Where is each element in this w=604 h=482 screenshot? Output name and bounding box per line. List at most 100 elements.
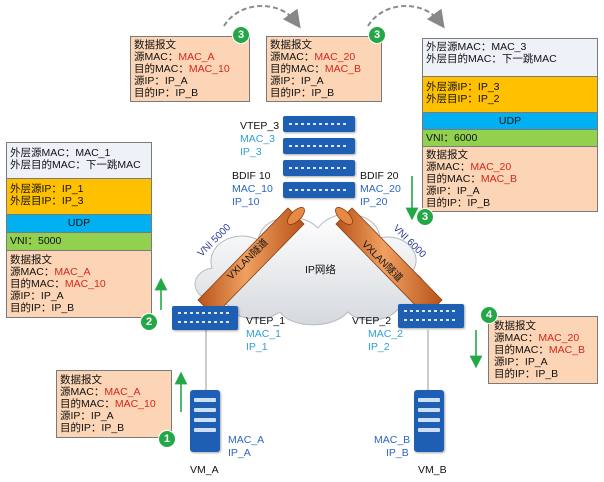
switch-port — [295, 145, 298, 147]
switch-port — [196, 312, 199, 314]
dst-ip: 目的IP：IP_B — [10, 302, 75, 314]
outer-src-ip: 外层源IP：IP_3 — [426, 81, 500, 93]
switch-port — [452, 319, 455, 321]
src-ip: 源IP：IP_A — [60, 410, 114, 422]
packet-box-top-left: 数据报文 源MAC：MAC_A 目的MAC：MAC_10 源IP：IP_A 目的… — [130, 36, 250, 102]
switch-port — [190, 321, 193, 323]
packet-box-top-mid: 数据报文 源MAC：MAC_20 目的MAC：MAC_B 源IP：IP_A 目的… — [266, 36, 382, 102]
switch-port — [337, 167, 340, 169]
switch-port — [301, 123, 304, 125]
switch-port — [428, 319, 431, 321]
vtep2-ip: IP_2 — [368, 341, 390, 353]
bdif10-mac: MAC_10 — [232, 183, 273, 195]
switch-port — [307, 167, 310, 169]
dst-ip: 目的IP：IP_B — [494, 368, 559, 380]
vtep2-mac: MAC_2 — [368, 328, 404, 340]
switch-port — [325, 189, 328, 191]
switch-port — [343, 145, 346, 147]
outer-dst-ip: 外层目IP：IP_3 — [10, 195, 84, 207]
vtep1-name: VTEP_1 — [246, 315, 286, 327]
src-mac-value: MAC_A — [178, 51, 215, 63]
src-mac-value: MAC_A — [104, 386, 141, 398]
switch-port — [422, 310, 425, 312]
dst-mac-value: MAC_B — [480, 173, 518, 185]
switch-port — [331, 189, 334, 191]
udp-header: UDP — [423, 113, 597, 130]
flow-arrow-top-1 — [223, 5, 301, 29]
step-badge-2: 2 — [140, 313, 158, 331]
vtep3-ip: IP_3 — [240, 146, 262, 158]
outer-dst-mac: 外层目的MAC：下一跳MAC — [10, 159, 141, 171]
switch-port — [343, 123, 346, 125]
dst-ip: 目的IP：IP_B — [270, 87, 335, 99]
switch-port — [214, 312, 217, 314]
switch-port — [337, 123, 340, 125]
switch-port — [325, 145, 328, 147]
bdif20-mac: MAC_20 — [360, 183, 401, 195]
src-mac-key: 源MAC： — [10, 266, 55, 278]
vma-server — [190, 390, 220, 452]
switch-port — [319, 123, 322, 125]
switch-port — [313, 189, 316, 191]
vmb-name: VM_B — [418, 464, 447, 476]
step-badge-1: 1 — [158, 430, 176, 448]
packet-box-bottom-right: 数据报文 源MAC：MAC_20 目的MAC：MAC_B 源IP：IP_A 目的… — [488, 316, 598, 384]
encap-packet-left: 外层源MAC：MAC_1 外层目的MAC：下一跳MAC 外层源IP：IP_1 外… — [6, 142, 152, 318]
switch-port — [422, 319, 425, 321]
src-ip: 源IP：IP_A — [10, 290, 64, 302]
switch-port — [319, 145, 322, 147]
switch-port — [337, 145, 340, 147]
switch-port — [208, 312, 211, 314]
outer-src-mac: 外层源MAC：MAC_1 — [10, 147, 111, 159]
vtep3-mac: MAC_3 — [240, 133, 276, 145]
dst-ip: 目的IP：IP_B — [426, 197, 491, 209]
switch-port — [343, 167, 346, 169]
vmb-ip: IP_B — [386, 447, 409, 459]
switch-port — [178, 312, 181, 314]
switch-port — [416, 319, 419, 321]
switch-port — [289, 123, 292, 125]
cloud-label: IP网络 — [305, 264, 336, 276]
switch-port — [289, 189, 292, 191]
vtep3-switch-unit — [283, 160, 355, 176]
bdif20-name: BDIF 20 — [360, 170, 399, 182]
switch-port — [301, 167, 304, 169]
src-ip: 源IP：IP_A — [270, 75, 324, 87]
vtep2-switch — [398, 304, 464, 328]
src-mac-value: MAC_20 — [470, 161, 512, 173]
vtep1-switch — [172, 306, 238, 330]
dst-mac-key: 目的MAC： — [426, 173, 481, 185]
packet-title: 数据报文 — [270, 39, 312, 51]
vmb-server — [414, 390, 444, 452]
switch-port — [416, 310, 419, 312]
dst-ip: 目的IP：IP_B — [134, 87, 199, 99]
step-badge-3: 3 — [232, 26, 250, 44]
dst-mac-key: 目的MAC： — [10, 278, 65, 290]
packet-title: 数据报文 — [426, 149, 468, 161]
switch-port — [440, 310, 443, 312]
switch-port — [410, 319, 413, 321]
outer-src-mac: 外层源MAC：MAC_3 — [426, 41, 527, 53]
switch-port — [440, 319, 443, 321]
vma-ip: IP_A — [228, 447, 251, 459]
vtep3-switch-unit — [283, 138, 355, 154]
dst-mac-key: 目的MAC： — [494, 344, 549, 356]
switch-port — [307, 145, 310, 147]
switch-port — [226, 321, 229, 323]
switch-port — [202, 312, 205, 314]
step-badge-3: 3 — [368, 26, 386, 44]
switch-port — [214, 321, 217, 323]
switch-port — [220, 312, 223, 314]
encap-packet-right: 外层源MAC：MAC_3 外层目的MAC：下一跳MAC 外层源IP：IP_3 外… — [422, 38, 598, 212]
step-badge-4: 4 — [480, 306, 498, 324]
switch-port — [196, 321, 199, 323]
vma-mac: MAC_A — [228, 434, 265, 446]
packet-title: 数据报文 — [494, 320, 536, 332]
vmb-mac: MAC_B — [374, 434, 411, 446]
switch-port — [325, 167, 328, 169]
dst-mac-value: MAC_B — [324, 63, 362, 75]
vma-name: VM_A — [190, 464, 219, 476]
switch-port — [178, 321, 181, 323]
src-mac-value: MAC_20 — [538, 332, 580, 344]
